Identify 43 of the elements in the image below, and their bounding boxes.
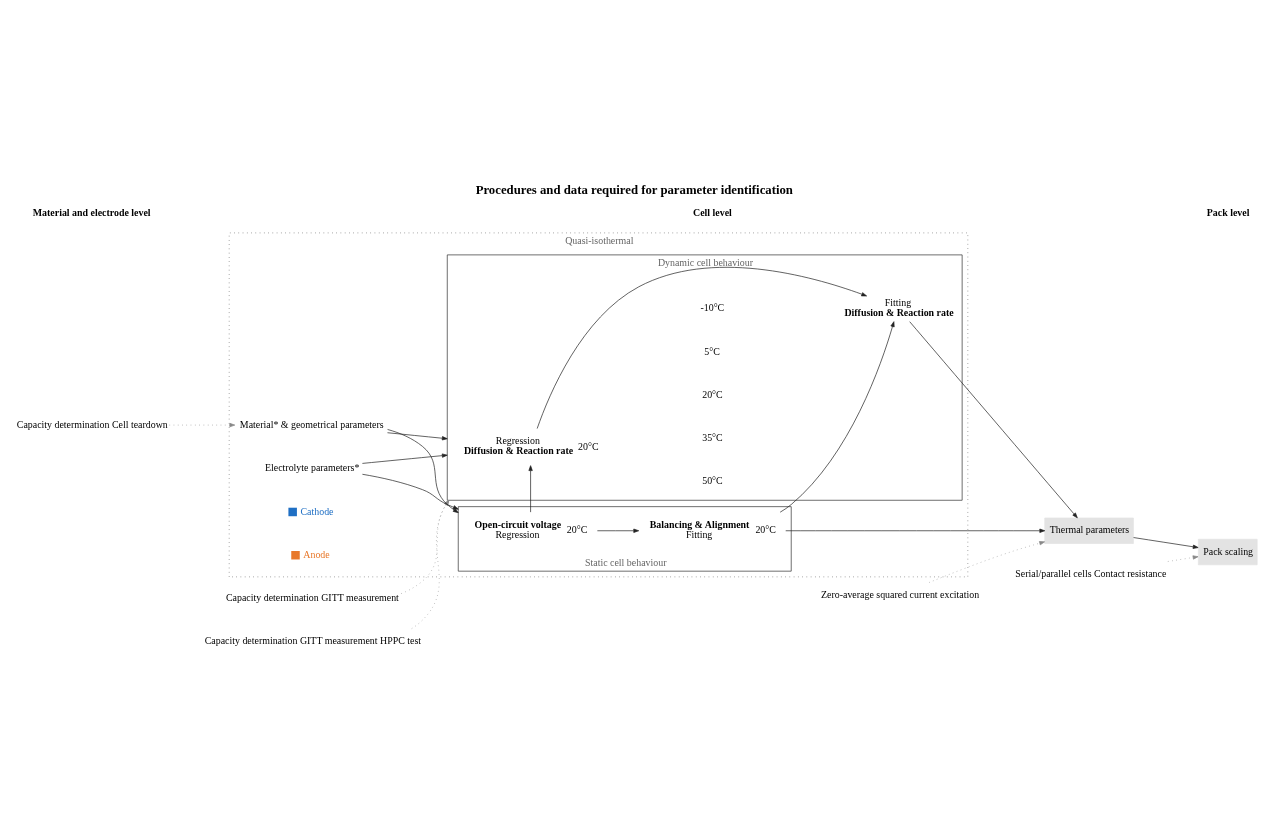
- legend-label: Cathode: [300, 505, 334, 517]
- arrow: [1167, 555, 1199, 562]
- node-box: Thermal parameters: [1044, 517, 1134, 544]
- arrow: [1133, 537, 1199, 549]
- arrow: [785, 528, 1046, 533]
- node-label: 20°C: [755, 524, 776, 536]
- node-text: Open-circuit voltage Regression: [474, 519, 562, 540]
- arrow: [928, 541, 1045, 583]
- label: 50°C: [702, 475, 723, 487]
- arrow: [779, 321, 895, 513]
- label: -10°C: [700, 302, 725, 314]
- node-text: Material* & geometrical parameters: [239, 418, 384, 430]
- legend-label: Anode: [303, 548, 330, 560]
- diagram-title: Procedures and data required for parameter identification: [475, 183, 793, 198]
- node-text: Zero-average squared current excitation: [821, 588, 980, 600]
- label: Pack level: [1206, 207, 1250, 219]
- label: 35°C: [702, 432, 723, 444]
- node-label: 20°C: [578, 440, 599, 452]
- node-text: Capacity determination GITT measurement HPPC test: [204, 635, 422, 647]
- arrow: [400, 499, 450, 594]
- label: Cell level: [693, 207, 732, 219]
- arrow: [909, 321, 1078, 519]
- arrow: [387, 429, 459, 513]
- node-label: 20°C: [566, 524, 588, 536]
- node-text: Electrolyte parameters*: [265, 461, 360, 473]
- node-text: Regression Diffusion & Reaction rate: [463, 435, 574, 457]
- node-text: Balancing & Alignment Fitting: [649, 519, 750, 540]
- node-text: Serial/parallel cells Contact resistance: [1015, 567, 1167, 579]
- label: 20°C: [702, 388, 723, 400]
- arrow: [411, 499, 450, 629]
- label: Material and electrode level: [32, 207, 151, 219]
- arrow: [169, 423, 236, 428]
- arrow: [597, 528, 640, 533]
- arrow: [362, 453, 448, 464]
- label: 5°C: [704, 345, 720, 357]
- arrow: [536, 267, 867, 429]
- node-box: Pack scaling: [1197, 538, 1258, 566]
- arrow: [362, 473, 459, 510]
- node-text: Capacity determination Cell teardown: [16, 418, 168, 430]
- node-text: Capacity determination GITT measurement: [226, 591, 399, 603]
- node-text: Fitting Diffusion & Reaction rate: [844, 297, 954, 319]
- arrow: [528, 465, 533, 513]
- arrow: [387, 432, 448, 441]
